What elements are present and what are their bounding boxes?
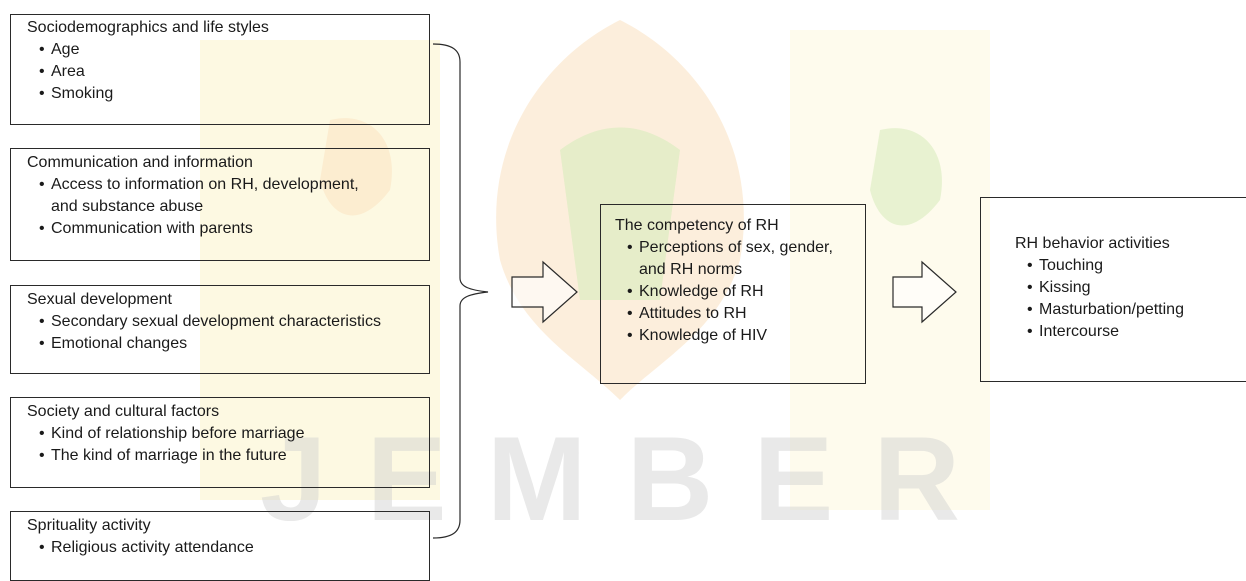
factor-item: Communication with parents: [27, 218, 369, 240]
competency-item: Knowledge of RH: [615, 281, 859, 303]
factor-box-communication: Communication and information Access to …: [10, 148, 430, 261]
competency-item: Knowledge of HIV: [615, 325, 859, 347]
factor-item: Religious activity attendance: [27, 537, 429, 559]
factor-title: Communication and information: [27, 154, 253, 171]
factor-item: The kind of marriage in the future: [27, 445, 429, 467]
factor-item: Emotional changes: [27, 333, 429, 355]
arrow-to-behavior: [892, 260, 957, 324]
behavior-item: Intercourse: [1015, 321, 1246, 343]
behavior-title: RH behavior activities: [1015, 235, 1170, 252]
behavior-item: Kissing: [1015, 277, 1246, 299]
factor-box-society-cultural: Society and cultural factors Kind of rel…: [10, 397, 430, 488]
factor-title: Sexual development: [27, 291, 172, 308]
factor-box-sociodemographics: Sociodemographics and life styles Age Ar…: [10, 14, 430, 125]
factor-item: Area: [27, 61, 429, 83]
behavior-item: Masturbation/petting: [1015, 299, 1246, 321]
competency-box: The competency of RH Perceptions of sex,…: [600, 204, 866, 384]
factor-item: Access to information on RH, development…: [27, 174, 369, 218]
behavior-box: RH behavior activities Touching Kissing …: [980, 197, 1246, 382]
factor-item: Secondary sexual development characteris…: [27, 311, 429, 333]
competency-item: Attitudes to RH: [615, 303, 859, 325]
factor-title: Sprituality activity: [27, 517, 151, 534]
factor-item: Smoking: [27, 83, 429, 105]
competency-title: The competency of RH: [615, 217, 779, 234]
factor-item: Age: [27, 39, 429, 61]
behavior-item: Touching: [1015, 255, 1246, 277]
factor-title: Society and cultural factors: [27, 403, 220, 420]
arrow-to-competency: [511, 260, 578, 324]
competency-item: Perceptions of sex, gender, and RH norms: [615, 237, 859, 281]
factor-item: Kind of relationship before marriage: [27, 423, 429, 445]
grouping-brace: [432, 43, 489, 539]
factor-title: Sociodemographics and life styles: [27, 19, 269, 36]
factor-box-sexual-development: Sexual development Secondary sexual deve…: [10, 285, 430, 374]
